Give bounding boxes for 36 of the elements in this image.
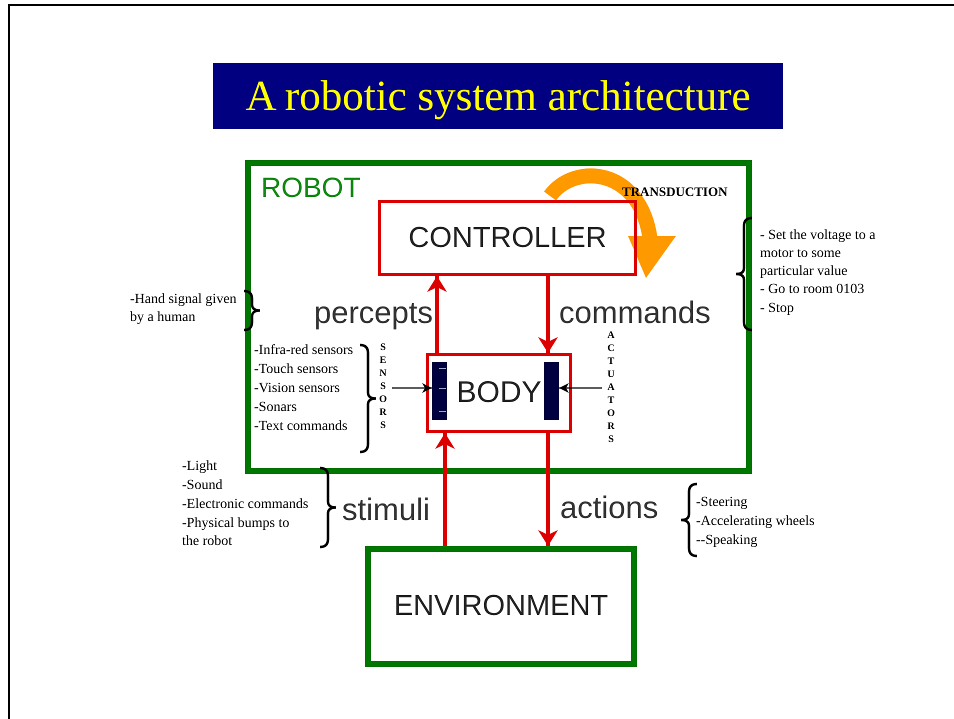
list-item: -Vision sensors	[254, 380, 341, 398]
list-item: - Set the voltage to a motor to some particular value	[760, 227, 876, 281]
arrow	[538, 433, 558, 546]
list-item: -Touch sensors	[254, 361, 340, 379]
arrow	[435, 433, 455, 546]
list-item: -Steering	[696, 494, 748, 512]
actuator-bar	[544, 362, 559, 420]
list-item: -Sound	[182, 477, 224, 495]
environment-box: ENVIRONMENT	[365, 546, 637, 667]
list-item: -Sonars	[254, 399, 298, 417]
arrow	[392, 383, 432, 393]
list-item: -Physical bumps to the robot	[182, 515, 290, 551]
edge-label: actions	[560, 490, 658, 526]
controller-box: CONTROLLER	[378, 200, 637, 276]
arrow	[538, 276, 558, 353]
list-item: -Electronic commands	[182, 496, 310, 514]
title: A robotic system architecture	[213, 63, 783, 129]
list-item: -Hand signal given by a human	[130, 291, 238, 327]
list-item: -Infra-red sensors	[254, 342, 354, 360]
vertical-label: ACTUATORS	[606, 330, 616, 447]
list-item: -Light	[182, 458, 218, 476]
list-item: - Stop	[760, 300, 795, 318]
vertical-label: SENSORS	[378, 342, 388, 433]
list-item: -Text commands	[254, 418, 348, 436]
body-box: BODY	[426, 353, 572, 433]
sensor-bar	[432, 362, 447, 420]
arrow	[427, 276, 447, 353]
arrow	[559, 383, 602, 393]
edge-label: commands	[559, 295, 711, 331]
list-item: -Accelerating wheels	[696, 513, 816, 531]
list-item: - Go to room 0103	[760, 281, 866, 299]
edge-label: stimuli	[342, 492, 430, 528]
list-item: --Speaking	[696, 532, 758, 550]
robot-box	[245, 160, 752, 474]
edge-label: percepts	[314, 295, 433, 331]
group-title: ROBOT	[261, 172, 361, 204]
